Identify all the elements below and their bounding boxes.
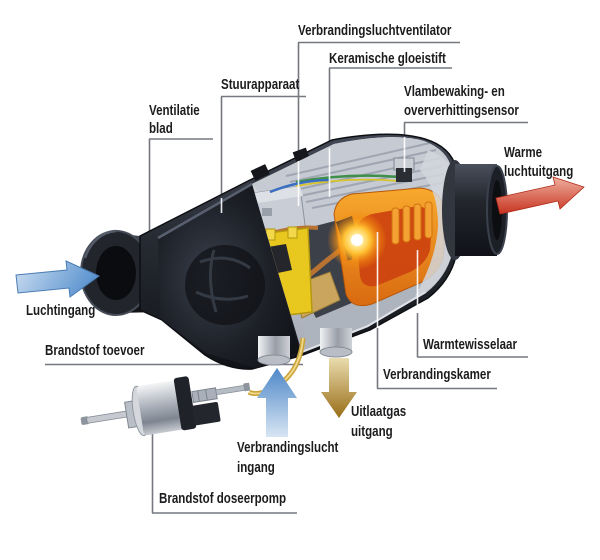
label-vlambewaking-line2: oververhittingsensor bbox=[404, 102, 519, 119]
warm-air-outlet-arrow bbox=[495, 176, 585, 215]
label-stuurapparaat: Stuurapparaat bbox=[221, 76, 300, 93]
heater-unit bbox=[80, 133, 508, 397]
leader-lines bbox=[45, 41, 528, 514]
leader-keramische-gloeistift bbox=[328, 67, 452, 148]
bottom-ports bbox=[257, 328, 353, 366]
leader-warmtewisselaar bbox=[416, 313, 528, 358]
chamber-ribs bbox=[391, 201, 433, 245]
exhaust-outlet-arrow bbox=[321, 358, 357, 418]
wiring bbox=[269, 174, 399, 194]
warm-air-outlet-port bbox=[442, 160, 508, 260]
label-verbrandingskamer: Verbrandingskamer bbox=[383, 366, 491, 383]
label-warme-line1: Warme bbox=[504, 144, 543, 161]
leader-brandstof-doseerpomp bbox=[151, 428, 297, 514]
cut-rim-top bbox=[252, 137, 425, 187]
leader-ventilatie-blad bbox=[148, 138, 213, 235]
leader-vlambewaking-sensor bbox=[403, 121, 528, 137]
leader-verbrandingskamer bbox=[376, 328, 497, 390]
exhaust-port bbox=[319, 328, 353, 358]
leader-stuurapparaat bbox=[220, 95, 306, 198]
combustion-chamber bbox=[327, 187, 445, 307]
label-uitlaatgas-line1: Uitlaatgas bbox=[351, 403, 407, 420]
label-brandstof-toevoer: Brandstof toevoer bbox=[45, 342, 145, 359]
leader-lines-on-device bbox=[220, 137, 419, 328]
label-luchtingang: Luchtingang bbox=[26, 302, 96, 319]
leader-verbrandingsluchtventilator bbox=[297, 41, 460, 161]
label-verbrandingsluchtventilator: Verbrandingsluchtventilator bbox=[298, 22, 452, 39]
label-verbrandingslucht-line2: ingang bbox=[237, 459, 275, 476]
label-warmtewisselaar: Warmtewisselaar bbox=[423, 336, 517, 353]
intake-cone bbox=[157, 182, 300, 368]
flow-arrows bbox=[15, 176, 585, 437]
label-brandstof-doseerpomp: Brandstof doseerpomp bbox=[159, 490, 287, 507]
air-intake-tube bbox=[80, 229, 162, 316]
combustion-air-inlet-arrow bbox=[257, 368, 297, 437]
label-ventilatie-line1: Ventilatie bbox=[149, 102, 200, 119]
fuel-dosing-pump bbox=[80, 376, 251, 437]
label-ventilatie-line2: blad bbox=[149, 120, 173, 137]
label-warme-line2: luchtuitgang bbox=[504, 163, 574, 180]
label-vlambewaking-line1: Vlambewaking- en bbox=[404, 83, 505, 100]
combustion-air-port bbox=[257, 336, 291, 366]
air-inlet-arrow bbox=[15, 260, 100, 298]
label-keramische-gloeistift: Keramische gloeistift bbox=[329, 50, 446, 67]
label-verbrandingslucht-line1: Verbrandingslucht bbox=[237, 439, 339, 456]
label-uitlaatgas-line2: uitgang bbox=[351, 423, 393, 440]
